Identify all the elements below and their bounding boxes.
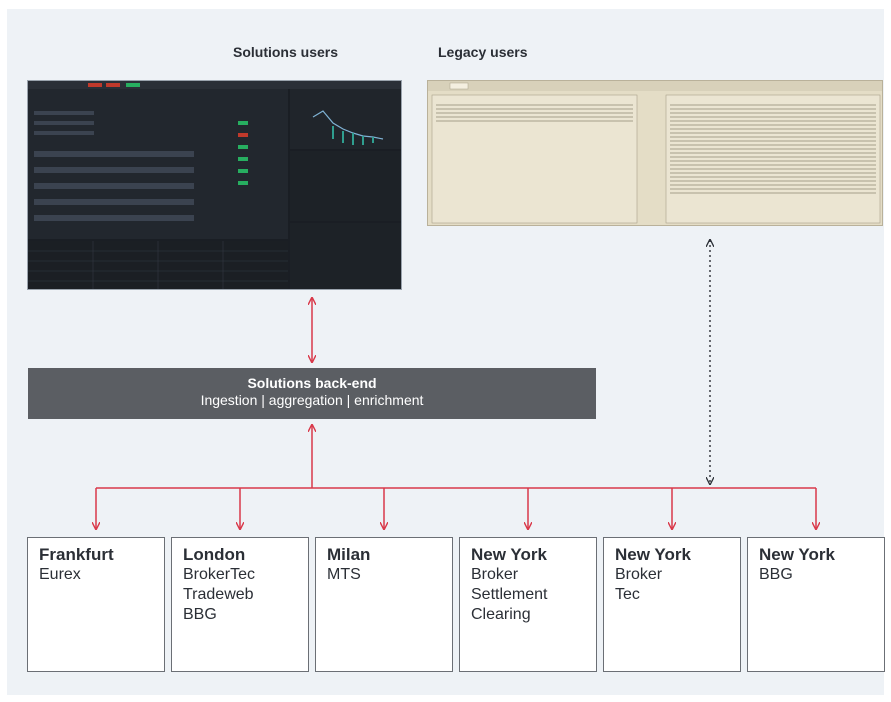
solutions-ui-screenshot [27, 80, 402, 290]
legacy-ui-screenshot [427, 80, 883, 226]
source-line: BBG [183, 606, 217, 623]
source-line: MTS [327, 566, 361, 583]
source-line: Tradeweb [183, 586, 254, 603]
source-box-frankfurt: Frankfurt Eurex [27, 537, 165, 672]
source-box-new-york-settlement: New York Broker Settlement Clearing [459, 537, 597, 672]
source-line: Tec [615, 586, 640, 603]
source-box-new-york-bbg: New York BBG [747, 537, 885, 672]
source-box-london: London BrokerTec Tradeweb BBG [171, 537, 309, 672]
backend-title: Solutions back-end [247, 375, 377, 391]
backend-subtitle: Ingestion | aggregation | enrichment [200, 392, 424, 408]
solutions-users-header: Solutions users [233, 44, 339, 60]
source-box-milan: Milan MTS [315, 537, 453, 672]
source-line: Eurex [39, 566, 81, 583]
source-city: Milan [327, 545, 371, 564]
source-line: BBG [759, 566, 793, 583]
source-city: London [183, 545, 246, 564]
source-line: Broker [615, 566, 663, 583]
source-city: Frankfurt [39, 545, 114, 564]
source-line: Settlement [471, 586, 548, 603]
source-box-new-york-brokertec: New York Broker Tec [603, 537, 741, 672]
source-city: New York [615, 545, 691, 564]
source-line: Broker [471, 566, 519, 583]
source-city: New York [759, 545, 835, 564]
backend-block: Solutions back-end Ingestion | aggregati… [28, 368, 596, 419]
solutions-ui-thumbnail [28, 81, 401, 289]
source-line: Clearing [471, 606, 531, 623]
legacy-ui-thumbnail [428, 81, 882, 224]
legacy-users-header: Legacy users [438, 44, 528, 60]
source-city: New York [471, 545, 547, 564]
source-line: BrokerTec [183, 566, 256, 583]
